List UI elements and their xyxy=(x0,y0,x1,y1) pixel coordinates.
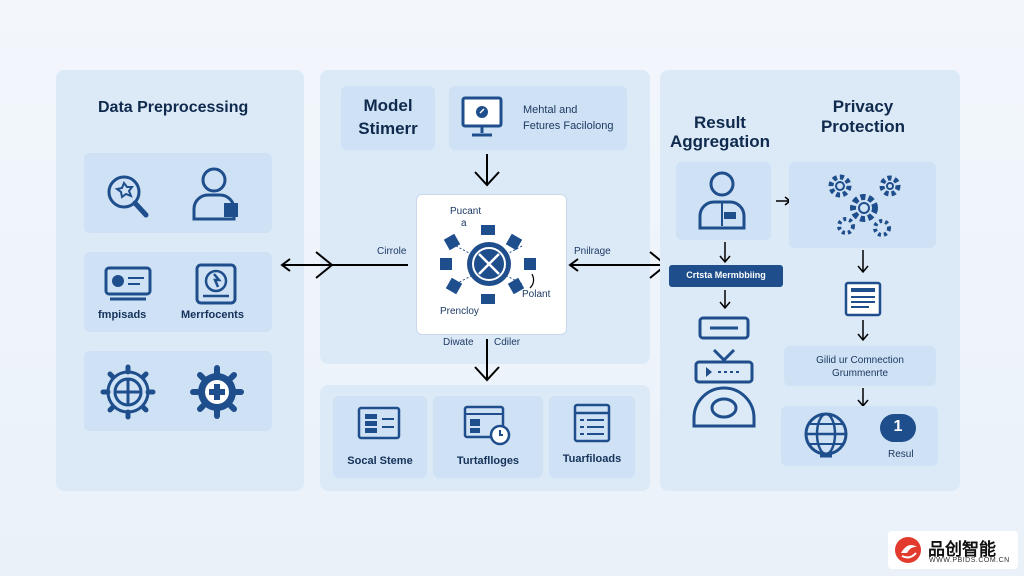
hub-top-label: Pucant xyxy=(450,206,482,217)
preprocessing-card-1[interactable] xyxy=(84,153,272,233)
arrow-down-doctor xyxy=(719,242,731,264)
brand-name: 品创智能 xyxy=(928,540,996,560)
method-line2: Fetures Facilolong xyxy=(523,120,614,132)
monitor-chart-icon xyxy=(104,266,152,301)
tool-card-3[interactable] xyxy=(549,396,635,478)
below-right-label: Cdiler xyxy=(494,337,521,348)
tool-label-1: Socal Steme xyxy=(347,455,413,467)
gears-card[interactable] xyxy=(789,162,936,248)
hub-right-label: Polant xyxy=(522,289,551,300)
model-title-line1: Model xyxy=(363,96,413,115)
magnifier-gear-icon xyxy=(107,175,149,218)
result-badge-number: 1 xyxy=(893,418,903,435)
gear-crosshair-icon xyxy=(100,364,156,420)
result-title-line1: Result xyxy=(694,113,746,132)
monitor-icon xyxy=(461,96,503,137)
connection-card[interactable] xyxy=(784,346,936,386)
server-stack-icon xyxy=(692,316,756,428)
arrow-down-connection xyxy=(857,388,869,408)
aggregation-bar[interactable] xyxy=(669,265,783,287)
connection-line1: Gilid ur Comnection xyxy=(816,355,904,366)
result-title-line2: Aggregation xyxy=(669,132,771,151)
model-title-card xyxy=(341,86,435,150)
user-icon xyxy=(192,167,238,221)
gear-plus-icon xyxy=(190,365,244,419)
connection-line2: Grummenrte xyxy=(831,368,889,379)
globe-icon xyxy=(804,412,848,458)
document-settings-icon xyxy=(195,263,237,305)
browser-clock-icon xyxy=(463,405,511,446)
brand-logo-icon xyxy=(895,537,921,563)
brand-url: WWW.PBIDS.COM.CN xyxy=(929,557,1010,564)
hub-top-label-2: a xyxy=(461,218,467,229)
arrow-down-tools xyxy=(474,339,500,382)
gears-icon xyxy=(828,174,901,237)
arrow-down-model xyxy=(474,154,500,187)
preprocessing-label-right: Merrfocents xyxy=(181,309,244,321)
preprocessing-card-2[interactable] xyxy=(84,252,272,332)
arrow-bidirectional-right xyxy=(568,251,668,279)
arrow-right-label: Pnilrage xyxy=(574,246,611,257)
result-badge[interactable] xyxy=(880,414,916,442)
aggregation-bar-label: Crtsta Mermbbiing xyxy=(686,270,766,280)
arrow-down-gears xyxy=(857,250,869,274)
document-icon xyxy=(844,281,882,317)
privacy-title-line1: Privacy xyxy=(832,97,894,116)
arrow-down-bar xyxy=(719,290,731,310)
data-preprocessing-title: Data Preprocessing xyxy=(98,99,249,116)
network-hub-icon xyxy=(440,225,536,304)
preprocessing-label-left: fmpisads xyxy=(98,309,147,321)
arrow-down-doc xyxy=(857,320,869,342)
list-panel-icon xyxy=(573,403,611,443)
hub-bottom-label: Prencloy xyxy=(440,306,479,317)
model-title-line2: Stimerr xyxy=(358,119,418,138)
result-badge-label: Resul xyxy=(888,449,914,460)
below-left-label: Diwate xyxy=(443,337,474,348)
privacy-title-line2: Protection xyxy=(820,117,906,136)
doctor-icon xyxy=(698,171,746,230)
database-screen-icon xyxy=(357,406,401,440)
method-line1: Mehtal and xyxy=(523,104,578,116)
tool-label-2: Turtaflloges xyxy=(456,455,520,467)
tool-label-3: Tuarfiloads xyxy=(562,453,622,465)
arrow-left-label: Cirrole xyxy=(377,246,407,257)
arrow-bidirectional-left xyxy=(280,251,408,279)
